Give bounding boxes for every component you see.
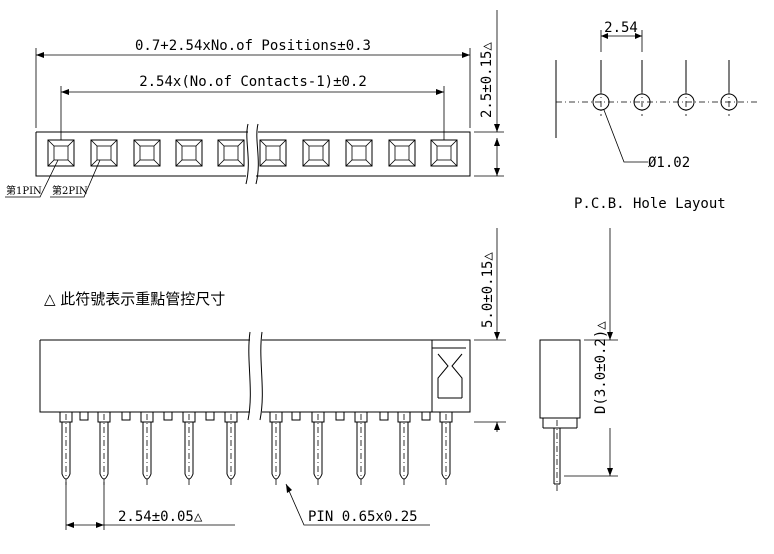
pin-standoff [291, 411, 301, 421]
contact-square [133, 139, 161, 167]
pcb-hole [720, 60, 738, 116]
contact-square [388, 139, 416, 167]
front-pins [59, 411, 453, 488]
top-contacts [47, 139, 458, 167]
pin-standoff [379, 411, 389, 421]
front-pin [269, 411, 283, 488]
pin2-label: 第2PIN [52, 184, 88, 197]
contact-square [47, 139, 75, 167]
contact-span-label: 2.54x(No.of Contacts-1)±0.2 [139, 74, 367, 90]
pitch-top-label: 2.54 [604, 20, 638, 36]
pin-standoff [79, 411, 89, 421]
pin-standoff [335, 411, 345, 421]
pin-standoff [121, 411, 131, 421]
top-view: 0.7+2.54xNo.of Positions±0.3 2.54x(No.of… [5, 10, 504, 198]
front-pin [59, 411, 73, 488]
front-pin [182, 411, 196, 488]
control-dimension-note: △ 此符號表示重點管控尺寸 [44, 290, 225, 308]
contact-square [302, 139, 330, 167]
pcb-hole [592, 60, 610, 116]
front-pin [354, 411, 368, 488]
front-pin [397, 411, 411, 488]
pcb-layout-title: P.C.B. Hole Layout [574, 196, 726, 212]
front-pin [224, 411, 238, 488]
overall-length-label: 0.7+2.54xNo.of Positions±0.3 [135, 38, 371, 54]
pcb-hole [633, 60, 651, 116]
front-pin [439, 411, 453, 488]
pcb-holes [592, 60, 738, 116]
pcb-hole-layout: 2.54 Ø1.02 P.C.B. Hole Layout [555, 20, 760, 212]
contact-square [175, 139, 203, 167]
contact-square [430, 139, 458, 167]
contact-square [259, 139, 287, 167]
front-pin [311, 411, 325, 488]
contact-square [345, 139, 373, 167]
side-view: D(3.0±0.2)△ [539, 228, 618, 492]
hole-diameter-label: Ø1.02 [648, 155, 690, 171]
pin-standoff [163, 411, 173, 421]
front-pin [140, 411, 154, 488]
front-view: 5.0±0.15△ 2.54±0.05△ PIN 0.65x0.25 [39, 228, 506, 530]
pin-standoff [205, 411, 215, 421]
body-height-label: 5.0±0.15△ [480, 252, 496, 328]
pitch-bottom-label: 2.54±0.05△ [118, 509, 203, 525]
contact-square [217, 139, 245, 167]
contact-square [90, 139, 118, 167]
front-pin [97, 411, 111, 488]
side-dimension-label: D(3.0±0.2)△ [593, 321, 609, 414]
pin-standoff [421, 411, 431, 421]
top-height-label: 2.5±0.15△ [479, 42, 495, 118]
pin-size-label: PIN 0.65x0.25 [308, 509, 418, 525]
pin1-label: 第1PIN [6, 184, 42, 197]
pcb-hole [677, 60, 695, 116]
